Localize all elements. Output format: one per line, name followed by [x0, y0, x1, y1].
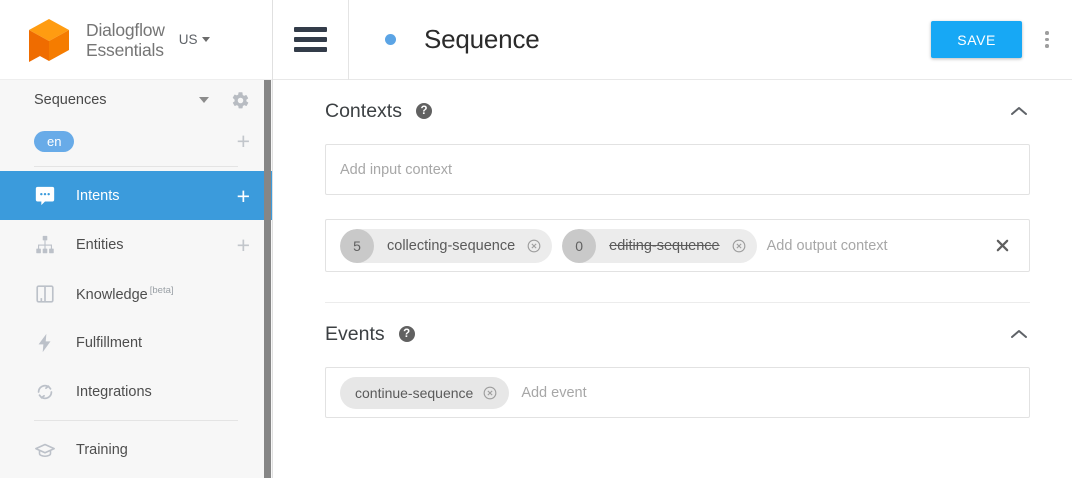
brand-line-1: Dialogflow: [86, 19, 165, 40]
sidebar-item-label: Fulfillment: [76, 334, 143, 351]
brand-header[interactable]: Dialogflow Essentials US: [0, 0, 272, 80]
circle-x-icon[interactable]: [482, 385, 498, 401]
main-panel: Sequence SAVE Contexts ?: [273, 0, 1072, 478]
language-row: en +: [0, 120, 272, 162]
kebab-dot: [1045, 31, 1049, 35]
kebab-dot: [1045, 44, 1049, 48]
input-context-placeholder: Add input context: [340, 161, 453, 178]
brand-name: Dialogflow Essentials: [86, 20, 165, 60]
add-intent-plus-icon[interactable]: +: [236, 182, 250, 209]
context-lifespan-count: 5: [340, 228, 374, 263]
context-lifespan-count: 0: [562, 228, 597, 263]
kebab-dot: [1045, 37, 1049, 42]
sidebar-item-fulfillment[interactable]: Fulfillment: [0, 318, 272, 367]
region-label: US: [178, 32, 198, 47]
contexts-section: Contexts ? Add input context 5 c: [325, 80, 1030, 303]
section-divider: [325, 302, 1030, 303]
caret-down-icon: [201, 37, 210, 42]
graduation-cap-icon: [34, 439, 56, 461]
events-field[interactable]: continue-sequence Add event: [325, 367, 1030, 418]
hamburger-menu-icon[interactable]: [273, 0, 349, 80]
output-context-placeholder: Add output context: [766, 237, 888, 254]
caret-down-icon[interactable]: [199, 97, 209, 103]
hamburger-bar: [294, 27, 327, 32]
hierarchy-icon: [34, 234, 56, 256]
sidebar-scrollbar[interactable]: [264, 80, 271, 478]
add-language-plus-icon[interactable]: +: [236, 128, 250, 154]
help-icon[interactable]: ?: [398, 326, 415, 342]
help-icon[interactable]: ?: [415, 103, 432, 119]
event-chip[interactable]: continue-sequence: [340, 376, 510, 409]
section-title: Contexts: [325, 99, 402, 122]
beta-badge: [beta]: [149, 284, 174, 296]
chevron-up-icon[interactable]: [1008, 327, 1030, 341]
dialogflow-cube-logo: [26, 16, 72, 64]
sidebar-item-integrations[interactable]: Integrations: [0, 367, 272, 416]
close-x-icon[interactable]: [994, 237, 1019, 254]
bolt-icon: [34, 332, 56, 354]
circle-x-icon[interactable]: [731, 238, 747, 254]
top-bar: Sequence SAVE: [273, 0, 1072, 80]
divider: [34, 420, 238, 421]
blue-status-dot: [385, 34, 396, 45]
output-context-chip[interactable]: 0 editing-sequence: [562, 228, 757, 263]
context-name: editing-sequence: [609, 237, 720, 254]
language-pill-en[interactable]: en: [34, 130, 75, 152]
sidebar-item-intents[interactable]: Intents +: [0, 171, 272, 220]
input-context-field[interactable]: Add input context: [325, 144, 1030, 195]
sidebar-item-label: Training: [76, 441, 128, 458]
book-icon: [34, 283, 56, 305]
sidebar-item-label: Entities: [76, 236, 124, 253]
gear-icon[interactable]: [231, 91, 250, 110]
brand-line-2: Essentials: [86, 39, 164, 60]
sidebar-item-label: Integrations: [76, 383, 152, 400]
event-name: continue-sequence: [355, 384, 474, 401]
circle-x-icon[interactable]: [526, 238, 542, 254]
sidebar-nav: Intents + En: [0, 171, 272, 474]
event-placeholder: Add event: [521, 384, 587, 401]
sidebar-item-knowledge[interactable]: Knowledge[beta]: [0, 269, 272, 318]
context-name: collecting-sequence: [387, 237, 516, 254]
agent-name: Sequences: [34, 92, 107, 108]
knowledge-label-text: Knowledge: [76, 286, 148, 303]
hamburger-bar: [294, 47, 327, 52]
section-title: Events: [325, 322, 385, 345]
add-entity-plus-icon[interactable]: +: [236, 231, 250, 258]
title-area: Sequence: [349, 24, 931, 55]
chevron-up-icon[interactable]: [1008, 104, 1030, 118]
output-context-field[interactable]: 5 collecting-sequence 0 editing-se: [325, 219, 1030, 272]
save-button[interactable]: SAVE: [931, 21, 1022, 58]
content-scroll-area: Contexts ? Add input context 5 c: [273, 80, 1072, 478]
events-header: Events ?: [325, 303, 1030, 365]
sidebar-item-entities[interactable]: Entities +: [0, 220, 272, 269]
refresh-icon: [34, 381, 56, 403]
sidebar-item-training[interactable]: Training: [0, 425, 272, 474]
sidebar-scrollbar-thumb[interactable]: [264, 80, 271, 478]
speech-bubble-icon: [34, 185, 56, 207]
agent-selector[interactable]: Sequences: [0, 80, 272, 120]
sidebar-item-label: Knowledge[beta]: [76, 285, 250, 303]
output-context-chip[interactable]: 5 collecting-sequence: [340, 228, 553, 263]
region-selector[interactable]: US: [179, 32, 210, 47]
page-title: Sequence: [424, 24, 540, 54]
contexts-header: Contexts ?: [325, 80, 1030, 142]
sidebar: Dialogflow Essentials US Sequences en +: [0, 0, 273, 478]
kebab-menu-icon[interactable]: [1022, 0, 1072, 80]
sidebar-item-label: Intents: [76, 187, 120, 204]
hamburger-bar: [294, 37, 327, 42]
divider: [34, 166, 238, 167]
events-section: Events ? continue-sequence: [325, 303, 1030, 418]
